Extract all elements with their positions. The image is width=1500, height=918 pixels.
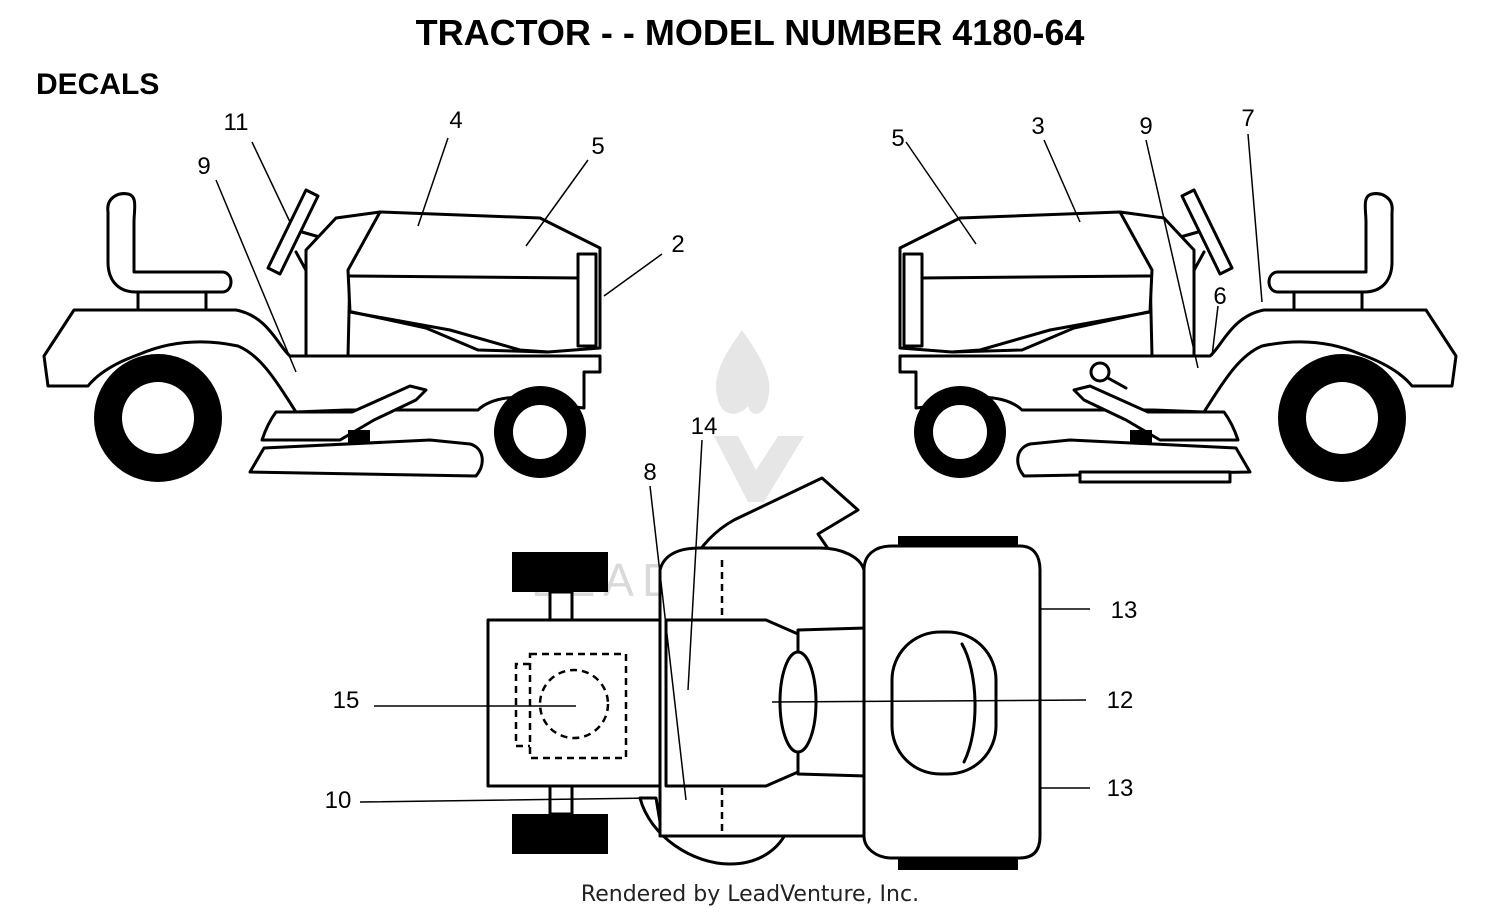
- seat: [106, 192, 233, 294]
- footer-credit: Rendered by LeadVenture, Inc.: [580, 882, 920, 907]
- grille: [902, 252, 924, 348]
- tractor-right-side-view: [898, 188, 1458, 484]
- seat: [1267, 192, 1394, 294]
- top-view-leader-lines: [359, 439, 1090, 803]
- front-left-tire: [512, 552, 608, 592]
- tractor-top-view: [359, 439, 1090, 870]
- callout-2: 2: [671, 231, 684, 258]
- engine-side-outline: [514, 662, 530, 748]
- mower-deck: [248, 438, 484, 478]
- body-neck: [664, 618, 800, 788]
- front-wheel-hub: [513, 405, 567, 459]
- page-title: TRACTOR - - MODEL NUMBER 4180-64: [415, 12, 1085, 53]
- hood-lower-edge: [350, 310, 550, 354]
- footrest: [1072, 384, 1240, 442]
- callout-9-right: 9: [1139, 113, 1152, 140]
- steering-wheel: [266, 188, 320, 276]
- lift-lever-knob: [1089, 361, 1111, 383]
- hood: [346, 210, 602, 354]
- body-fender: [42, 308, 602, 414]
- footrest: [260, 384, 428, 442]
- deck-hanger: [1130, 430, 1152, 444]
- steering-wheel: [1180, 188, 1234, 276]
- engine-flywheel-outline: [538, 668, 610, 740]
- callout-14: 14: [691, 413, 718, 440]
- callout-13-lower: 13: [1107, 775, 1134, 802]
- seat-top: [890, 630, 998, 776]
- callout-4: 4: [449, 107, 462, 134]
- seat-base: [136, 290, 208, 312]
- section-title: DECALS: [36, 68, 160, 101]
- seat-back-edge: [960, 642, 977, 764]
- rear-wheel-hub: [1306, 382, 1378, 454]
- front-right-tire: [512, 814, 608, 854]
- lift-lever: [1106, 376, 1128, 390]
- callout-5-right: 5: [891, 125, 904, 152]
- callout-7: 7: [1241, 105, 1254, 132]
- callout-3: 3: [1031, 113, 1044, 140]
- rear-wheel-hub: [122, 382, 194, 454]
- front-wheel-hub: [933, 405, 987, 459]
- callout-5: 5: [591, 133, 604, 160]
- callout-11: 11: [224, 109, 249, 136]
- callout-12: 12: [1107, 687, 1134, 714]
- mower-deck: [1016, 438, 1252, 478]
- right-view-leader-lines: [905, 133, 1263, 369]
- callout-9: 9: [197, 153, 210, 180]
- callout-8: 8: [643, 459, 656, 486]
- callout-13-upper: 13: [1111, 597, 1138, 624]
- tractor-left-side-view: [42, 137, 663, 482]
- top-view-callouts: 14 8 13 12 13 15 10: [325, 413, 1138, 814]
- hood-top: [486, 618, 670, 788]
- grille: [576, 252, 598, 348]
- left-view-callouts: 11 9 4 5 2: [197, 107, 684, 258]
- front-left-spindle: [548, 590, 574, 622]
- hood-lower-edge: [950, 310, 1150, 354]
- deck-skirt: [1078, 470, 1232, 484]
- callout-15: 15: [333, 687, 360, 714]
- seat-base: [1292, 290, 1364, 312]
- right-view-callouts: 5 3 9 7 6: [891, 105, 1254, 310]
- hood-seam: [348, 274, 582, 280]
- left-view-leader-lines: [215, 137, 663, 373]
- callout-6: 6: [1213, 283, 1226, 310]
- hood-seam: [918, 274, 1152, 280]
- deck-hanger: [348, 430, 370, 444]
- callout-10: 10: [325, 787, 352, 814]
- hood: [898, 210, 1154, 354]
